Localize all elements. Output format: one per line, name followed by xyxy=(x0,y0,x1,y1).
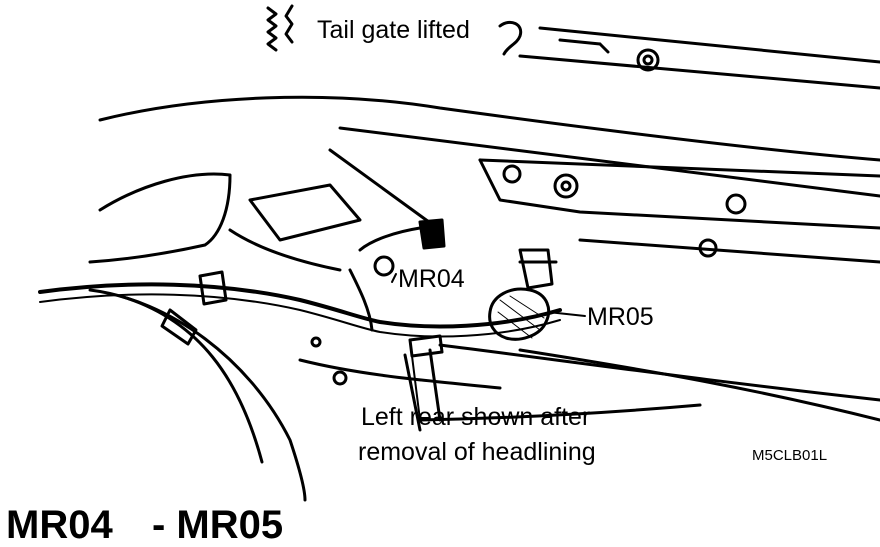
label-mr04: MR04 xyxy=(398,265,465,293)
roof-rail xyxy=(538,26,880,64)
wheel-arch xyxy=(88,288,307,502)
inner-panel xyxy=(478,158,880,230)
leader-caption xyxy=(411,355,421,421)
headliner-edge xyxy=(98,95,880,162)
tailgate-hook xyxy=(498,20,523,56)
connector-range-end: - MR05 xyxy=(152,503,284,547)
connector-mr05 xyxy=(488,287,551,341)
pillar-trim xyxy=(88,172,232,264)
caption-line-1: Left rear shown after xyxy=(361,403,591,431)
tailgate-spring xyxy=(266,6,278,52)
label-mr05: MR05 xyxy=(587,303,654,331)
leader-mr05 xyxy=(547,311,586,317)
label-tail-gate-lifted: Tail gate lifted xyxy=(317,16,470,44)
leader-mr04 xyxy=(391,273,397,283)
figure-code: M5CLB01L xyxy=(752,447,828,464)
wiring-harness xyxy=(38,282,562,329)
caption-line-2: removal of headlining xyxy=(358,438,596,466)
connector-range-start: MR04 xyxy=(6,503,113,547)
